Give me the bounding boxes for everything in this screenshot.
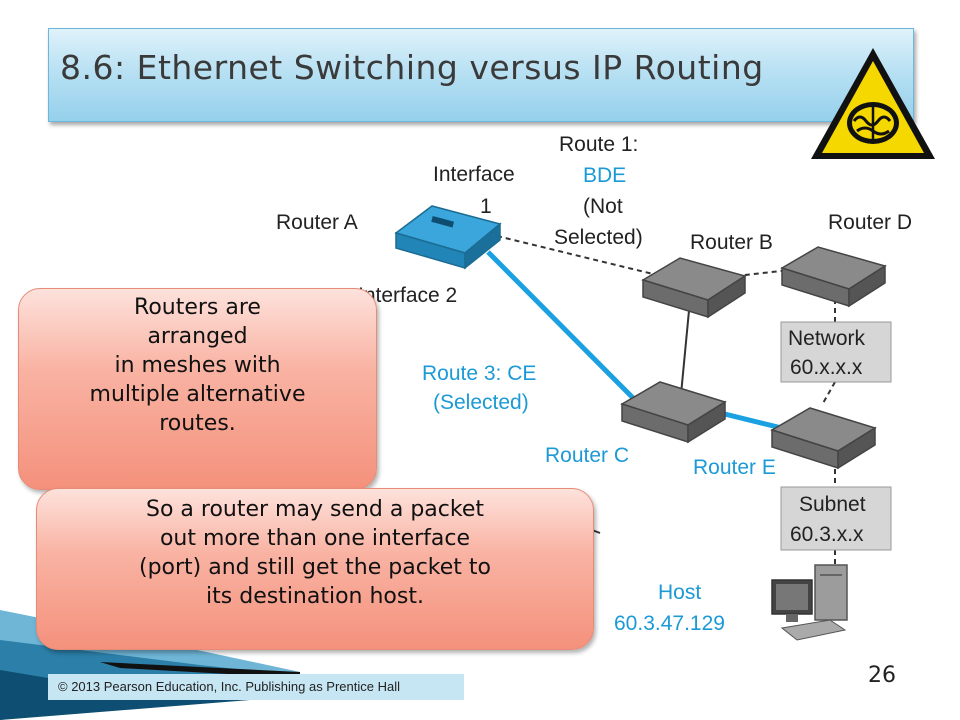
- router-a-icon: [394, 205, 502, 270]
- host-computer-icon: [771, 564, 848, 641]
- router-a-label: Router A: [276, 211, 358, 234]
- subnet-label-line2: 60.3.x.x: [790, 523, 864, 546]
- interface-1-label-line1: Interface: [433, 163, 515, 186]
- network-label-line1: Network: [788, 327, 866, 350]
- network-box: [780, 321, 892, 383]
- interface-callout-line: out more than one interface: [159, 526, 471, 551]
- router-b-icon: [641, 257, 747, 319]
- mesh-callout: Routers are arranged in meshes with mult…: [18, 288, 377, 490]
- router-c-icon: [620, 381, 727, 444]
- link-network-e: [821, 381, 836, 406]
- page-number: 26: [868, 663, 896, 688]
- router-b-label: Router B: [690, 231, 773, 254]
- subnet-box: [780, 486, 892, 551]
- link-b-c: [679, 299, 691, 406]
- route-1-line3: (Not: [583, 195, 623, 218]
- router-c-label: Router C: [545, 444, 629, 467]
- route-1-line1: Route 1:: [559, 133, 638, 156]
- interface-callout-line: So a router may send a packet: [145, 497, 484, 522]
- subnet-label-line1: Subnet: [799, 493, 866, 516]
- title-banner: [48, 28, 914, 122]
- route-3-line2: (Selected): [433, 391, 529, 414]
- network-label-line2: 60.x.x.x: [790, 356, 863, 379]
- router-e-label: Router E: [693, 456, 776, 479]
- route-1-line4: Selected): [554, 226, 643, 249]
- interface-callout-line: its destination host.: [206, 584, 424, 609]
- brain-warning-icon: [811, 48, 935, 159]
- interface-callout-line: (port) and still get the packet to: [138, 555, 491, 580]
- mesh-callout-line: in meshes with: [114, 353, 281, 378]
- mesh-callout-line: routes.: [159, 411, 236, 436]
- route-1-line2: BDE: [583, 164, 626, 187]
- interface-callout: So a router may send a packet out more t…: [36, 488, 594, 650]
- interface-2-label: Interface 2: [358, 284, 457, 307]
- mesh-callout-line: arranged: [147, 324, 248, 349]
- slide-title: 8.6: Ethernet Switching versus IP Routin…: [60, 48, 764, 87]
- router-d-icon: [780, 246, 887, 308]
- host-label-line2: 60.3.47.129: [614, 612, 725, 635]
- route-3-line1: Route 3: CE: [422, 362, 536, 385]
- copyright-notice: © 2013 Pearson Education, Inc. Publishin…: [48, 674, 464, 700]
- host-label-line1: Host: [658, 581, 701, 604]
- mesh-callout-line: Routers are: [134, 295, 261, 320]
- router-d-label: Router D: [828, 211, 912, 234]
- interface-1-label-line2: 1: [480, 195, 492, 218]
- mesh-callout-line: multiple alternative: [89, 382, 306, 407]
- router-e-icon: [770, 407, 877, 470]
